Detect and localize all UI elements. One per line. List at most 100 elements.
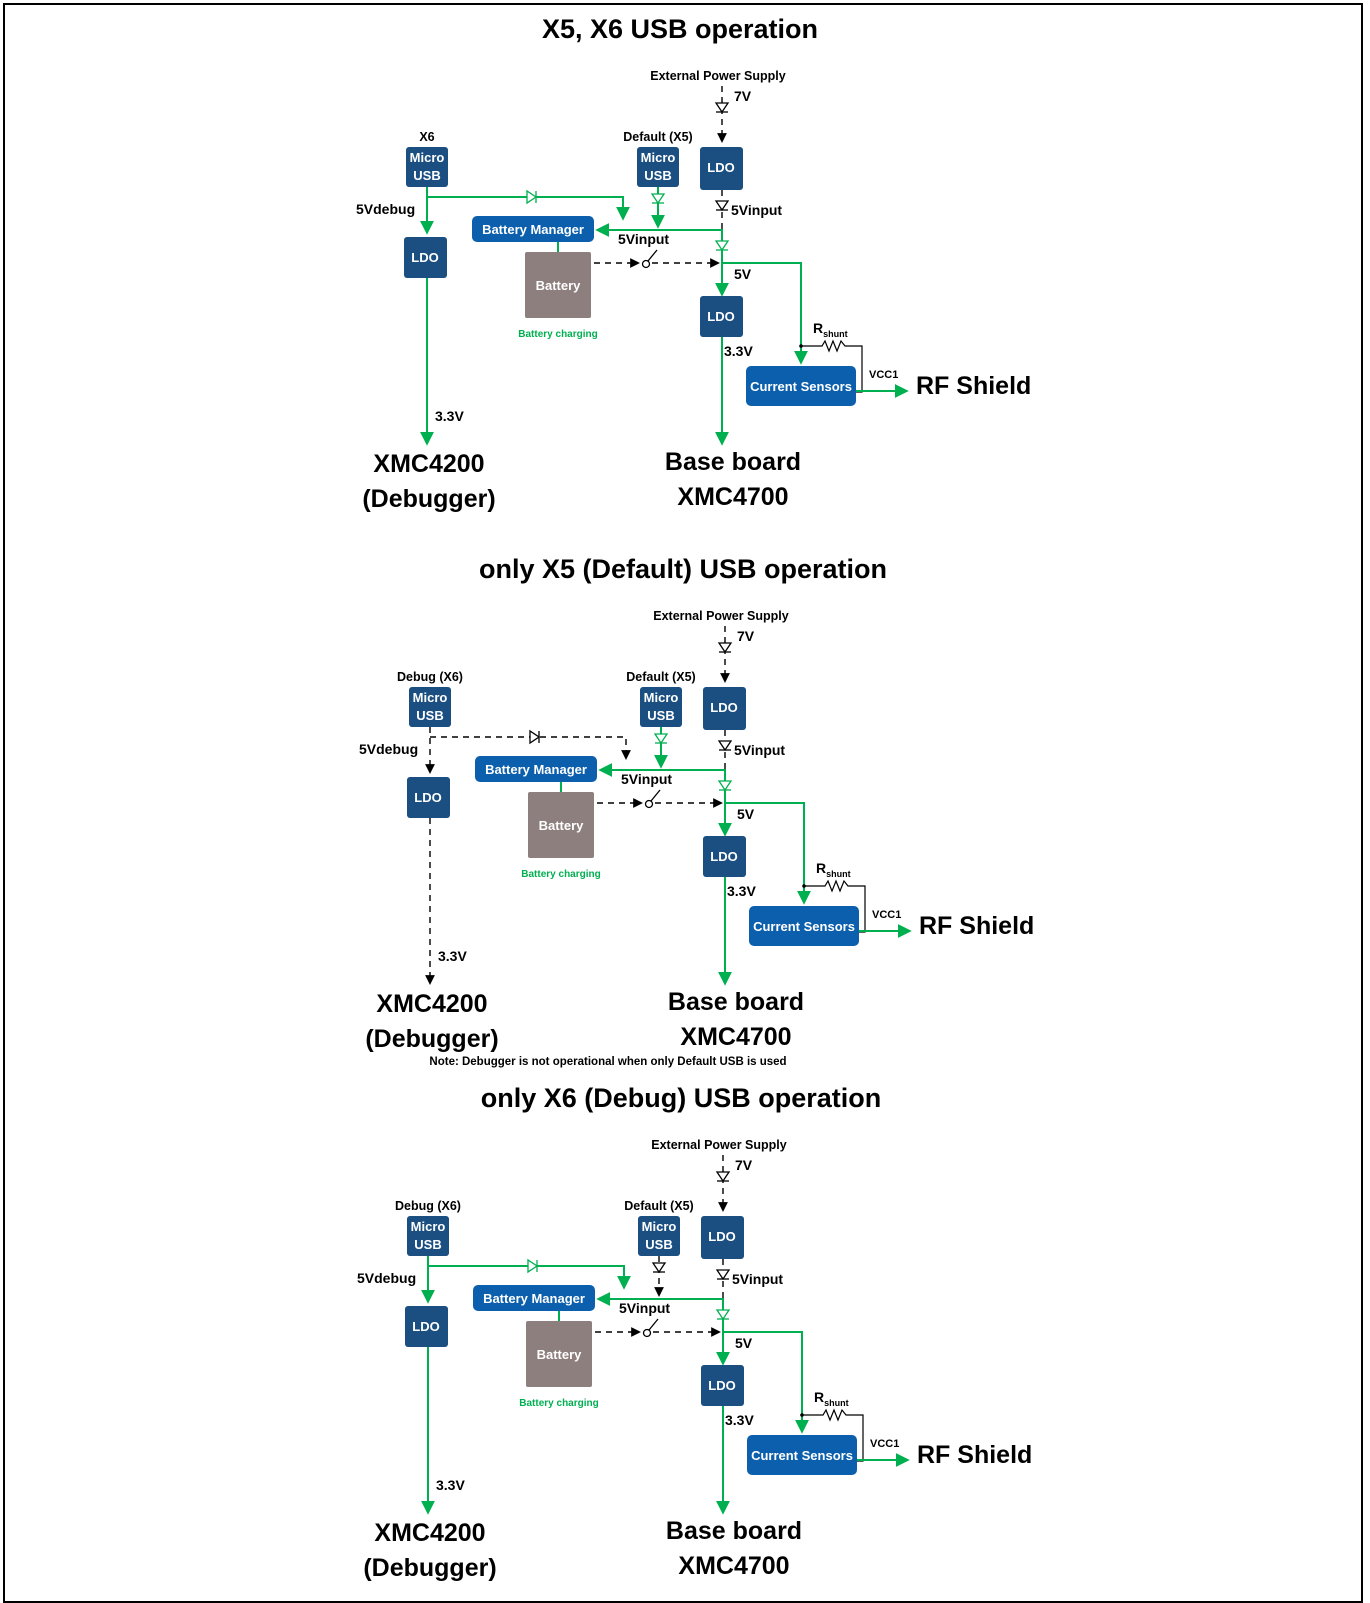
ldo-top-box xyxy=(701,1216,744,1259)
switch-contact xyxy=(642,1328,652,1338)
x6-usb-text: USB xyxy=(414,1237,441,1252)
section-title: X5, X6 USB operation xyxy=(542,14,818,44)
external-power-label: External Power Supply xyxy=(651,1138,787,1152)
diode-triangle xyxy=(651,1262,667,1274)
ldo-top-label: LDO xyxy=(710,700,737,715)
battery-label: Battery xyxy=(539,818,585,833)
ldo-left-label: LDO xyxy=(412,1319,439,1334)
diode-triangle xyxy=(714,200,730,212)
x5-label: Default (X5) xyxy=(624,1199,693,1213)
ldo-mid-box xyxy=(701,1365,744,1406)
ldo-left-label: LDO xyxy=(414,790,441,805)
xmc4200-label: XMC4200 xyxy=(376,990,487,1018)
ldo-mid-label: LDO xyxy=(708,1378,735,1393)
v33-left-label: 3.3V xyxy=(438,948,467,964)
ldo-left-box xyxy=(405,1306,448,1347)
battery-manager-box xyxy=(472,216,594,242)
rshunt-label: Rshunt xyxy=(813,320,848,339)
x6-micro-text: Micro xyxy=(410,150,445,165)
rf-shield-label: RF Shield xyxy=(919,912,1034,940)
5v-diode xyxy=(717,780,733,792)
diode-triangle xyxy=(717,780,733,792)
ldo-mid-label: LDO xyxy=(707,309,734,324)
battery-label: Battery xyxy=(536,278,582,293)
ldo-out-diode xyxy=(715,1269,731,1281)
shunt-resistor xyxy=(804,879,866,933)
switch-contact xyxy=(644,799,654,809)
ldo-mid-box xyxy=(703,836,746,877)
ldo-out-diode xyxy=(714,200,730,212)
base-board-label: Base board xyxy=(665,448,801,476)
x6-label: X6 xyxy=(419,130,434,144)
v5input-label-b: 5Vinput xyxy=(618,231,669,247)
battery-box xyxy=(525,252,591,318)
diode-triangle xyxy=(650,193,666,205)
x6-micro-text: Micro xyxy=(413,690,448,705)
ext-power-diode xyxy=(714,102,730,114)
v33-left-label: 3.3V xyxy=(436,1477,465,1493)
current-sensors-box xyxy=(749,906,859,946)
x5-usb-box xyxy=(637,147,679,187)
debugger-label: (Debugger) xyxy=(362,485,495,513)
battery-box xyxy=(526,1321,592,1387)
diode-triangle xyxy=(526,189,538,205)
vcc1-label: VCC1 xyxy=(869,369,898,381)
v7-label: 7V xyxy=(737,628,755,644)
xmc4700-label: XMC4700 xyxy=(678,1552,789,1580)
note-label: Note: Debugger is not operational when o… xyxy=(429,1056,786,1068)
shunt-resistor xyxy=(802,1408,864,1462)
x6-to-batman-line xyxy=(428,1265,631,1290)
xmc4200-label: XMC4200 xyxy=(374,1519,485,1547)
ldo-top-label: LDO xyxy=(708,1229,735,1244)
external-power-label: External Power Supply xyxy=(653,609,789,623)
debugger-label: (Debugger) xyxy=(363,1554,496,1582)
ext-power-diode xyxy=(715,1171,731,1183)
v7-label: 7V xyxy=(735,1157,753,1173)
diode-triangle xyxy=(527,1258,539,1274)
vcc1-label: VCC1 xyxy=(872,909,901,921)
x6-micro-text: Micro xyxy=(411,1219,446,1234)
5v-label: 5V xyxy=(737,806,755,822)
debugger-label: (Debugger) xyxy=(365,1025,498,1053)
rf-shield-label: RF Shield xyxy=(916,372,1031,400)
v5input-label-a: 5Vinput xyxy=(732,1271,783,1287)
battery-charging-label: Battery charging xyxy=(518,329,597,340)
rf-shield-label: RF Shield xyxy=(917,1441,1032,1469)
v7-label: 7V xyxy=(734,88,752,104)
current-sensors-label: Current Sensors xyxy=(751,1448,853,1463)
battery-charging-label: Battery charging xyxy=(519,1398,598,1409)
x6-usb-text: USB xyxy=(416,708,443,723)
x5-micro-text: Micro xyxy=(644,690,679,705)
xmc4700-label: XMC4700 xyxy=(677,483,788,511)
x6-usb-text: USB xyxy=(413,168,440,183)
battery-charging-label: Battery charging xyxy=(521,869,600,880)
x5-label: Default (X5) xyxy=(623,130,692,144)
diode-triangle xyxy=(714,240,730,252)
diode-triangle xyxy=(529,729,541,745)
current-sensors-box xyxy=(746,366,856,406)
rshunt-label: Rshunt xyxy=(816,860,851,879)
ldo-left-label: LDO xyxy=(411,250,438,265)
x5-micro-text: Micro xyxy=(642,1219,677,1234)
diode-triangle xyxy=(714,102,730,114)
external-power-label: External Power Supply xyxy=(650,69,786,83)
x5-usb-box xyxy=(638,1216,680,1256)
x5-usb-text: USB xyxy=(644,168,671,183)
v5input-label-a: 5Vinput xyxy=(734,742,785,758)
diode-triangle xyxy=(653,733,669,745)
diode-triangle xyxy=(717,740,733,752)
ldo-top-box xyxy=(703,687,746,730)
v33-mid-label: 3.3V xyxy=(724,343,753,359)
x5-micro-text: Micro xyxy=(641,150,676,165)
battery-label: Battery xyxy=(537,1347,583,1362)
section-title: only X6 (Debug) USB operation xyxy=(481,1083,882,1113)
v5input-label-a: 5Vinput xyxy=(731,202,782,218)
x6-diode xyxy=(529,729,541,745)
battery-manager-box xyxy=(473,1285,595,1311)
xmc4700-label: XMC4700 xyxy=(680,1023,791,1051)
x6-usb-box xyxy=(407,1216,449,1256)
section-2: only X5 (Default) USB operationExternal … xyxy=(359,554,1034,1068)
